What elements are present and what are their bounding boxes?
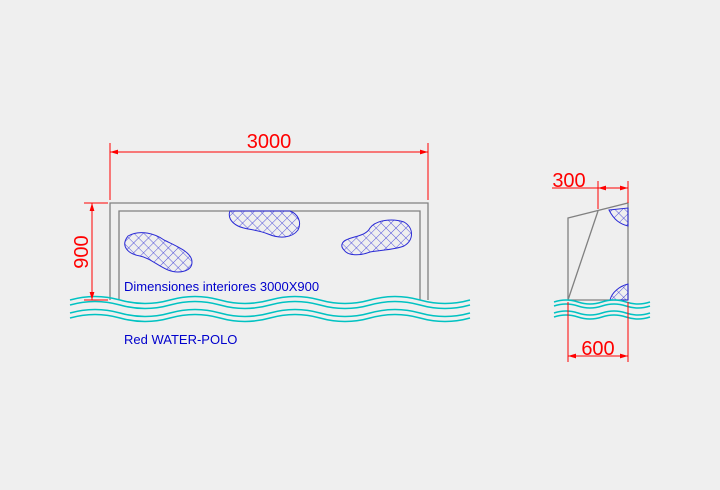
net-blob-left	[124, 232, 193, 273]
bottom-depth-dimension	[567, 302, 629, 362]
width-dimension	[109, 143, 429, 200]
front-view: 3000 900 Dimensiones interiores 3000X900	[69, 131, 471, 323]
side-net-blobs	[608, 207, 629, 301]
interior-dimensions-note: Dimensiones interiores 3000X900	[124, 279, 319, 294]
drawing-caption: Red WATER-POLO	[124, 332, 237, 347]
height-dimension-label: 900	[71, 235, 93, 268]
water-waves-front	[69, 295, 471, 323]
top-depth-dimension	[552, 181, 629, 209]
side-view: 300 600	[552, 170, 651, 362]
bottom-depth-label: 600	[581, 338, 614, 360]
height-dimension	[84, 202, 108, 301]
width-dimension-label: 3000	[247, 131, 292, 153]
net-blob-center	[228, 210, 301, 238]
top-depth-label: 300	[552, 170, 585, 192]
net-blob-right	[341, 219, 412, 256]
water-waves-side	[553, 299, 651, 320]
net-blobs	[124, 210, 412, 273]
